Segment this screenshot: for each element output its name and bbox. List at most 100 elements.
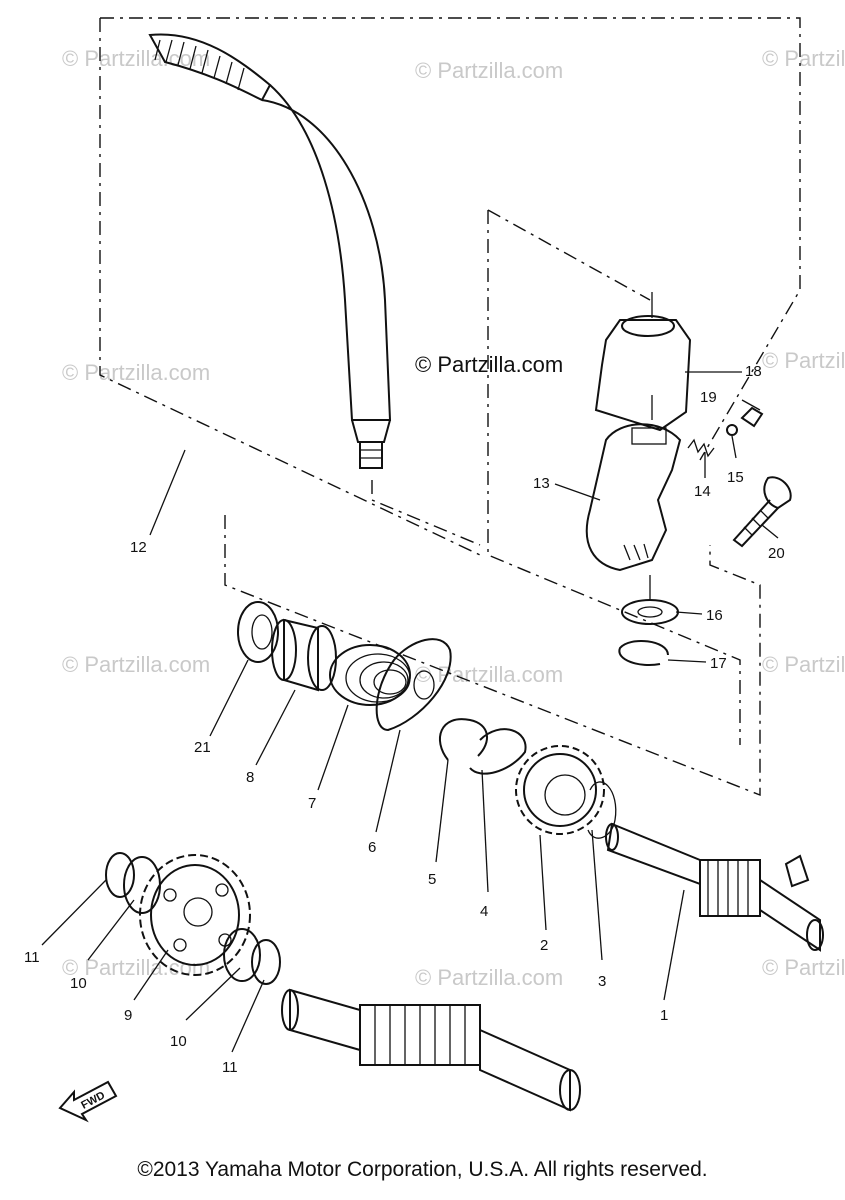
watermark-text: © Partzilla.com	[762, 955, 845, 980]
clip-ratchet-parts	[439, 718, 527, 775]
idler-gear-hole	[215, 883, 229, 897]
ratchet-4	[469, 728, 527, 775]
axle-lug	[784, 854, 810, 888]
boot-part	[594, 292, 692, 432]
crank-body	[585, 423, 682, 572]
detent-ball	[726, 424, 738, 436]
idler-gear-hub	[183, 897, 213, 927]
lever-boss	[351, 419, 391, 443]
callout-17: 17	[710, 655, 727, 672]
circlip-11	[105, 852, 135, 898]
leader-line	[149, 449, 186, 536]
boot-bore	[621, 315, 675, 337]
shaft-rear	[479, 1028, 571, 1112]
callout-9: 9	[124, 1007, 132, 1024]
leader-line	[87, 899, 135, 961]
leader-line	[539, 834, 547, 931]
detent-spring	[687, 438, 715, 458]
spring-coil	[359, 661, 409, 699]
gear-teeth	[515, 745, 605, 835]
arrow-shape	[58, 1080, 118, 1123]
lever-spline-lines	[360, 449, 382, 459]
diagram-canvas: © Partzilla.com © Partzilla.com © Partzi…	[24, 17, 845, 1123]
leader-line	[667, 659, 707, 663]
callout-3: 3	[598, 973, 606, 990]
axle-tail-end	[806, 919, 824, 951]
lever-grip	[148, 33, 272, 102]
bolt-threads	[743, 509, 769, 536]
idler-gear-assembly	[105, 852, 281, 985]
watermark-main: © Partzilla.com	[415, 352, 563, 377]
axle-shaft	[606, 822, 701, 886]
main-shaft-part	[281, 988, 581, 1112]
circlip-3-part	[587, 781, 617, 839]
leader-line	[209, 659, 249, 737]
plate-washer-hole	[413, 670, 435, 700]
leader-line	[731, 435, 737, 459]
shaft-front	[289, 988, 361, 1052]
bolt-shank	[732, 499, 779, 548]
axle-tail	[759, 878, 821, 952]
plate-washer	[375, 638, 452, 732]
kick-lever-part	[148, 33, 392, 469]
callout-11: 11	[222, 1059, 238, 1076]
leader-line	[185, 967, 241, 1021]
callout-12: 12	[130, 539, 147, 556]
assembly-boundaries	[99, 17, 801, 797]
leader-line	[663, 889, 685, 1001]
callout-18: 18	[745, 363, 762, 380]
collar-body	[283, 618, 319, 692]
watermark-text: © Partzilla.com	[62, 955, 210, 980]
leader-line	[481, 769, 489, 893]
callout-4: 4	[480, 903, 488, 920]
washer-10	[123, 856, 161, 914]
washer-circlip-parts	[618, 575, 679, 666]
crank-spline	[623, 543, 649, 561]
watermark-text: © Partzilla.com	[762, 348, 845, 373]
callout-14: 14	[694, 483, 711, 500]
watermark-text: © Partzilla.com	[415, 662, 563, 687]
collar-part	[271, 618, 337, 692]
leader-line	[761, 524, 779, 539]
callout-7: 7	[308, 795, 316, 812]
kick-axle-part	[605, 822, 824, 952]
circlip-11	[251, 939, 281, 985]
kick-crank-part	[585, 395, 682, 572]
callout-15: 15	[727, 469, 744, 486]
callout-19: 19	[700, 389, 717, 406]
copyright-notice: ©2013 Yamaha Motor Corporation, U.S.A. A…	[137, 1158, 708, 1181]
watermarks: © Partzilla.com © Partzilla.com © Partzi…	[62, 46, 845, 990]
leader-line	[231, 979, 265, 1053]
shaft-rear-end	[559, 1069, 581, 1111]
collar-end	[307, 625, 337, 691]
shaft-end	[281, 989, 299, 1031]
callout-11: 11	[24, 949, 40, 966]
callout-21: 21	[194, 739, 211, 756]
seal-outer	[237, 601, 279, 663]
spring-part	[329, 644, 411, 706]
watermark-text: © Partzilla.com	[62, 360, 210, 385]
callout-10: 10	[170, 1033, 187, 1050]
watermark-text: © Partzilla.com	[62, 46, 210, 71]
washer-16	[621, 599, 679, 625]
boot-body	[594, 319, 692, 432]
callout-13: 13	[533, 475, 550, 492]
leader-line	[317, 704, 349, 791]
callout-5: 5	[428, 871, 436, 888]
spring-coil	[373, 669, 407, 695]
upper-boundary-line	[100, 17, 801, 461]
gear-hub	[544, 774, 586, 816]
idler-gear-rim	[150, 864, 240, 966]
leader-line	[255, 689, 296, 766]
watermark-text: © Partzilla.com	[415, 965, 563, 990]
idler-gear-hole	[163, 888, 177, 902]
lower-boundary-line	[224, 515, 761, 797]
callout-10: 10	[70, 975, 87, 992]
callout-20: 20	[768, 545, 785, 562]
callout-1: 1	[660, 1007, 668, 1024]
axle-gear-teeth	[707, 860, 749, 916]
cap-part	[740, 406, 764, 428]
leader-line	[554, 483, 601, 501]
plate-washer-part	[375, 638, 452, 732]
